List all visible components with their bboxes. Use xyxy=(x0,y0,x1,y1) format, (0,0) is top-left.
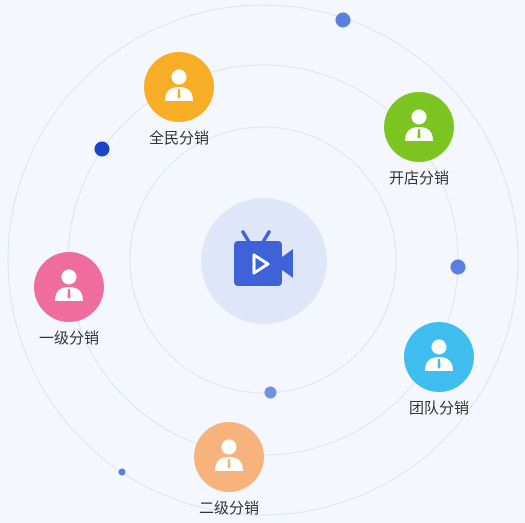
node-label: 团队分销 xyxy=(408,399,469,417)
node-label: 开店分销 xyxy=(388,169,449,187)
node-circle xyxy=(34,252,104,322)
video-camera-tv-icon xyxy=(232,230,296,292)
node-label: 一级分销 xyxy=(38,329,99,347)
person-tie-icon xyxy=(52,268,86,306)
center-halo xyxy=(201,198,327,324)
person-tie-icon xyxy=(212,438,246,476)
inner-orbit xyxy=(129,126,397,394)
node-circle xyxy=(404,322,474,392)
node-kaidian: 开店分销 xyxy=(359,92,479,188)
node-circle xyxy=(144,52,214,122)
orbit-dot xyxy=(264,386,277,399)
person-tie-icon xyxy=(402,108,436,146)
node-quanmin: 全民分销 xyxy=(119,52,239,148)
outer-orbit xyxy=(7,4,519,516)
person-tie-icon xyxy=(162,68,196,106)
orbit-dot xyxy=(94,141,110,157)
node-erji: 二级分销 xyxy=(169,422,289,518)
orbit-dot xyxy=(335,12,351,28)
orbit-dot xyxy=(118,468,126,476)
node-label: 二级分销 xyxy=(198,499,259,517)
node-tuandui: 团队分销 xyxy=(379,322,499,418)
node-circle xyxy=(194,422,264,492)
person-tie-icon xyxy=(422,338,456,376)
node-circle xyxy=(384,92,454,162)
orbit-dot xyxy=(450,259,466,275)
node-label: 全民分销 xyxy=(148,129,209,147)
node-yiji: 一级分销 xyxy=(9,252,129,348)
